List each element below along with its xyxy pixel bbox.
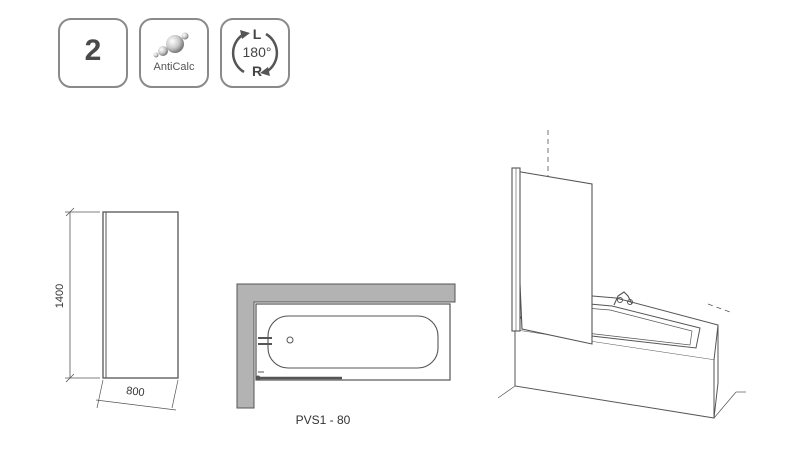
door-count-value: 2: [84, 34, 102, 67]
height-dimension-label: 1400: [54, 284, 66, 308]
model-label: PVS1 - 80: [296, 413, 351, 427]
rotation-right-label: R: [252, 63, 262, 79]
plan-top-view: [236, 283, 456, 409]
rotation-angle-label: 180°: [243, 44, 272, 60]
anticalc-badge: AntiCalc: [139, 18, 209, 88]
width-dimension-label: 800: [126, 385, 146, 399]
water-drops-icon: [153, 32, 189, 58]
rotation-left-label: L: [253, 26, 262, 42]
isometric-view: [497, 130, 746, 419]
panel-front-view: [65, 207, 179, 411]
reversible-badge: L 180° R: [220, 18, 290, 88]
anticalc-label: AntiCalc: [153, 61, 195, 73]
rotation-arrows-icon: L 180° R: [231, 26, 279, 79]
door-count-badge: 2: [58, 18, 128, 88]
